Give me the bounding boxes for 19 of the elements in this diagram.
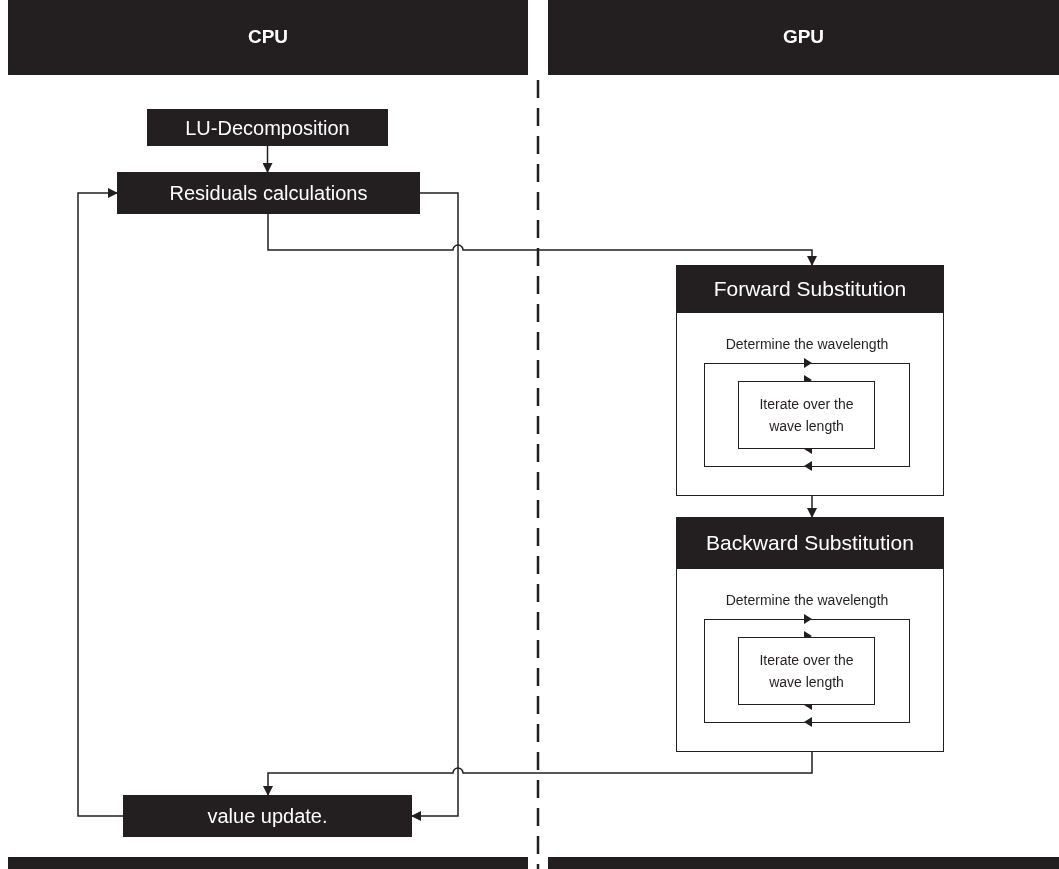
process-panel — [676, 265, 944, 496]
panel-header: Backward Substitution — [676, 517, 944, 569]
panel-header: Forward Substitution — [676, 265, 944, 313]
loop-label: Determine the wavelength — [724, 591, 890, 610]
process-box: Iterate over the wave length — [738, 381, 875, 449]
arrow — [262, 145, 273, 173]
arrow — [411, 192, 459, 821]
column-header: GPU — [548, 0, 1059, 75]
column-header: CPU — [8, 0, 528, 75]
process-panel — [676, 517, 944, 752]
arrow — [263, 751, 813, 796]
loop-label: Determine the wavelength — [724, 335, 890, 354]
process-box: Iterate over the wave length — [738, 637, 875, 705]
arrow — [267, 213, 817, 266]
arrow — [807, 495, 817, 518]
arrow — [77, 188, 124, 817]
process-box: value update. — [123, 795, 412, 837]
process-box: Residuals calculations — [117, 172, 420, 214]
process-box: LU-Decomposition — [147, 109, 388, 146]
